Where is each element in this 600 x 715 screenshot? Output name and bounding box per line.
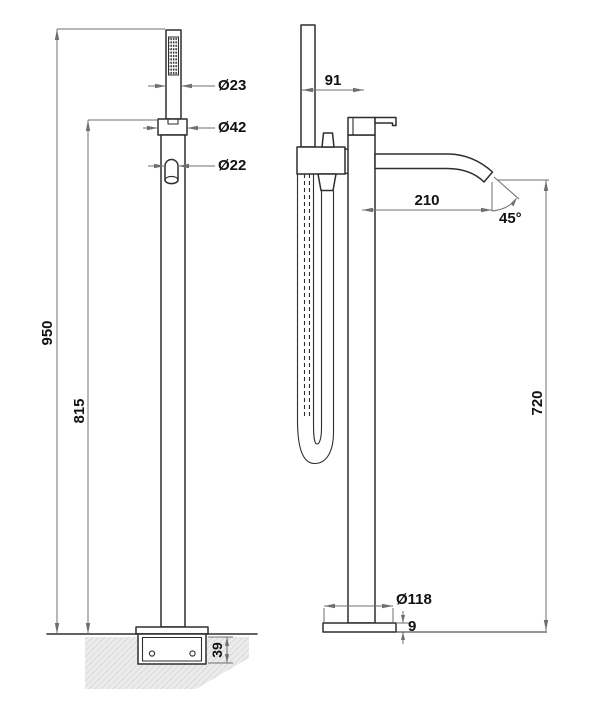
- dimension-label-9: 9: [408, 618, 416, 635]
- dimension-holder-diameter: Ø42: [143, 119, 246, 136]
- dimension-total-height: 950: [39, 28, 165, 634]
- dimension-label-210: 210: [414, 192, 439, 209]
- dimension-base-diameter: Ø118: [323, 591, 432, 622]
- dimension-label-720: 720: [529, 390, 546, 415]
- dimension-handshower-offset: 91: [302, 72, 364, 93]
- lever-handle: [374, 116, 397, 127]
- shower-holder-ring: [157, 118, 188, 136]
- hose-connector: [317, 173, 337, 192]
- hand-shower-side: [300, 24, 316, 148]
- riser-column: [160, 134, 186, 628]
- mounting-box-inner: [141, 636, 203, 662]
- dimension-label-d23: Ø23: [218, 77, 246, 94]
- dimension-label-d42: Ø42: [218, 119, 246, 136]
- shower-holder-notch: [167, 118, 179, 125]
- dimension-label-45: 45°: [499, 210, 522, 227]
- dimension-spout-reach: 210: [362, 182, 493, 213]
- diverter-knob: [321, 132, 335, 148]
- outlet-slot: [164, 158, 179, 185]
- hand-shower-spray-face: [168, 36, 179, 76]
- front-view: 950 815 Ø23 Ø42: [39, 28, 258, 689]
- dimension-base-thickness: 9: [396, 611, 416, 644]
- dimension-column-height: 815: [71, 119, 157, 634]
- dimension-label-d22: Ø22: [218, 157, 246, 174]
- dimension-label-d118: Ø118: [396, 591, 432, 608]
- outlet-slot-bottom: [164, 175, 179, 185]
- base-flange: [135, 626, 209, 635]
- dimension-label-39: 39: [209, 642, 225, 658]
- mounting-screw-hole: [189, 650, 196, 657]
- base-plate-side: [322, 622, 397, 633]
- mounting-screw-hole: [148, 650, 156, 657]
- mounting-box: [137, 633, 207, 665]
- spout: [374, 153, 494, 183]
- dimension-outlet-diameter: Ø22: [148, 157, 246, 174]
- cartridge-cap: [347, 116, 376, 136]
- shower-hose: [296, 174, 335, 465]
- dimension-handshower-diameter: Ø23: [148, 77, 246, 94]
- dimension-spout-height: 720: [497, 179, 549, 631]
- dimension-label-815: 815: [71, 398, 88, 423]
- shower-holder-side: [296, 146, 346, 175]
- side-view: 91 210 45° 720: [296, 24, 549, 644]
- mixer-column-side: [347, 134, 376, 624]
- dimension-spout-angle: 45°: [491, 176, 522, 227]
- dimension-underfloor-depth: 39: [208, 636, 233, 664]
- dimension-label-91: 91: [325, 72, 342, 89]
- dimension-label-950: 950: [39, 320, 56, 345]
